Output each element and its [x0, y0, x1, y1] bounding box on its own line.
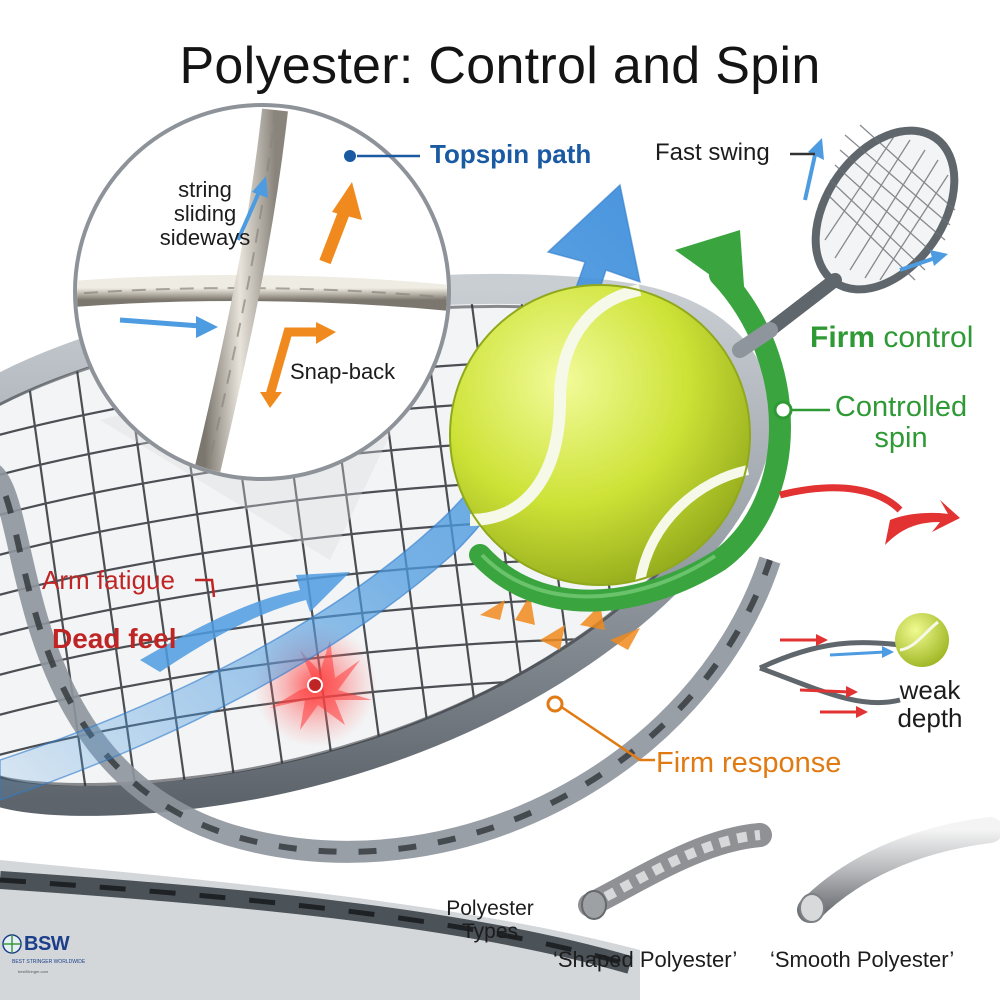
- snap-back-label: Snap-back: [290, 359, 396, 384]
- callout-lines: [195, 152, 830, 762]
- logo-url: bestStringer.com: [18, 969, 49, 974]
- dead-feel-label: Dead feel: [52, 623, 177, 654]
- topspin-path-label: Topspin path: [430, 139, 592, 169]
- fast-swing-label: Fast swing: [655, 139, 770, 166]
- trajectory-arrow: [779, 484, 960, 545]
- shaped-polyester-label: ‘Shaped Polyester’: [553, 947, 738, 972]
- globe-icon: [2, 934, 22, 954]
- firm-control-label: Firm control: [810, 321, 974, 354]
- brand-logo: BSW BEST STRINGER WORLDWIDE bestStringer…: [2, 925, 100, 987]
- logo-subtitle: BEST STRINGER WORLDWIDE: [12, 959, 86, 965]
- polyester-types-label: Polyester Types: [446, 897, 534, 943]
- smooth-polyester-label: ‘Smooth Polyester’: [770, 947, 955, 972]
- tennis-ball-icon: [449, 284, 751, 586]
- string-sliding-label: string sliding sideways: [159, 177, 251, 250]
- page-title: Polyester: Control and Spin: [179, 37, 821, 95]
- firm-response-dot: [546, 695, 564, 713]
- controlled-spin-label: Controlled spin: [834, 391, 968, 455]
- string-magnifier-icon: [73, 103, 451, 560]
- arm-fatigue-label: Arm fatigue: [42, 565, 175, 595]
- tennis-racket-icon: [732, 124, 959, 358]
- weak-depth-illustration: [758, 613, 949, 718]
- shaped-polyester-icon: [578, 823, 772, 920]
- smooth-polyester-icon: [797, 817, 1000, 923]
- topspin-arrow: [0, 183, 642, 801]
- control-arrow: [469, 230, 793, 612]
- weak-depth-label: weak depth: [897, 675, 963, 734]
- firm-response-label: Firm response: [656, 747, 842, 779]
- logo-mark: BSW: [24, 933, 70, 955]
